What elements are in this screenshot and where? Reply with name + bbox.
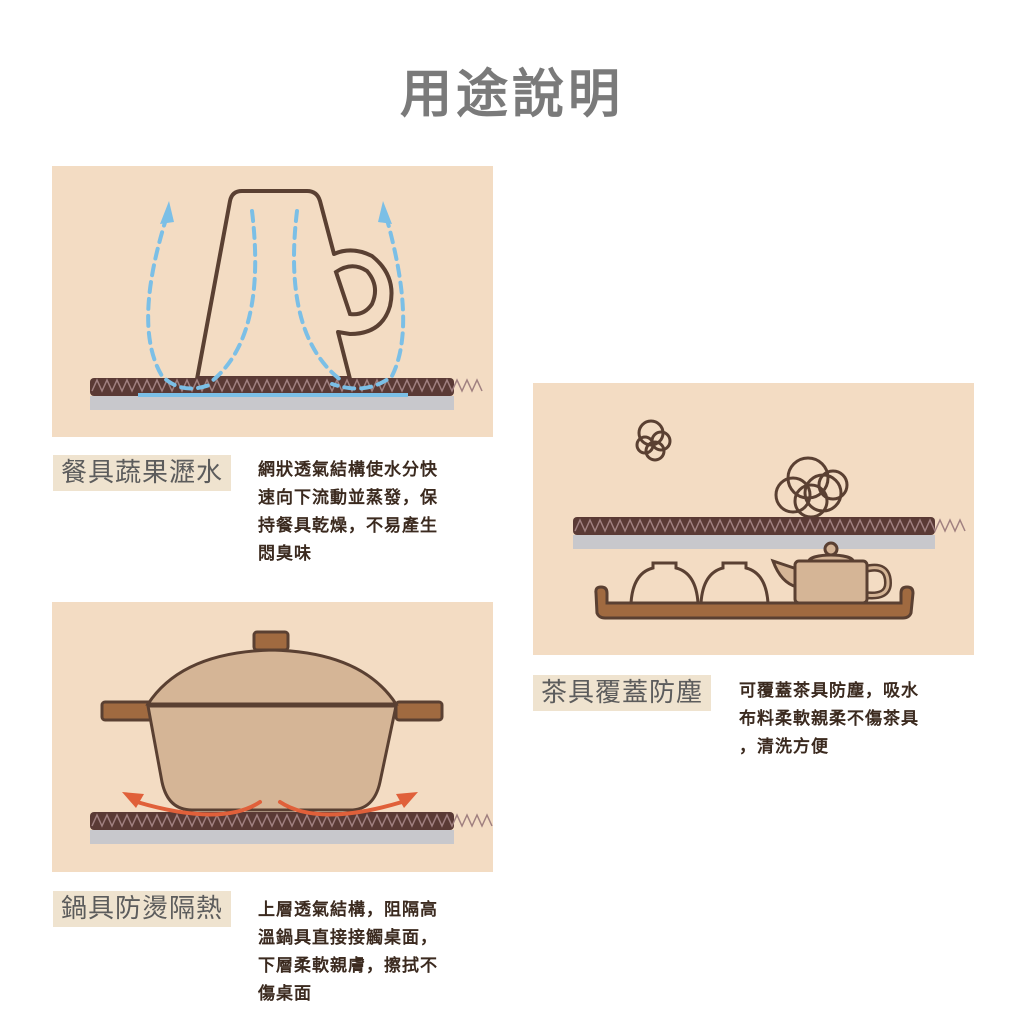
tea-tray-illustration <box>573 419 966 620</box>
tea-tray-icon <box>594 541 915 620</box>
mat-icon <box>90 812 493 844</box>
description-line: 網狀透氣結構使水分快 <box>258 460 438 480</box>
illustration-dish-drying <box>52 166 493 437</box>
description-line: 速向下流動並蒸發，保 <box>258 488 438 508</box>
description-line: 持餐具乾燥，不易產生 <box>258 516 438 536</box>
page-title: 用途說明 <box>399 65 624 125</box>
cup-on-mat-illustration <box>90 189 483 410</box>
description-line: 溫鍋具直接接觸桌面， <box>258 928 438 948</box>
illustration-pot-heat <box>52 602 493 872</box>
section-label-tea-cover: 茶具覆蓋防塵 <box>533 675 712 711</box>
description-line: 傷桌面 <box>258 984 312 1004</box>
illustration-tea-cover <box>533 383 974 655</box>
description-line: 可覆蓋茶具防塵，吸水 <box>739 681 919 701</box>
description-line: ，清洗方便 <box>739 737 829 757</box>
section-label-pot-heat: 鍋具防燙隔熱 <box>53 891 232 927</box>
pot-icon <box>100 630 444 812</box>
description-line: 下層柔軟親膚，擦拭不 <box>258 956 438 976</box>
pot-on-mat-illustration <box>90 630 493 844</box>
dust-icon <box>635 419 849 519</box>
heat-arrows-icon <box>135 800 404 817</box>
mat-icon <box>90 378 483 410</box>
section-description-pot-heat: 上層透氣結構，阻隔高 溫鍋具直接接觸桌面， 下層柔軟親膚，擦拭不 傷桌面 <box>258 896 438 1008</box>
mat-icon <box>573 517 966 549</box>
section-label-dish-drying: 餐具蔬果瀝水 <box>53 455 232 491</box>
description-line: 布料柔軟親柔不傷茶具 <box>739 709 919 729</box>
airflow-arrows-icon <box>146 209 406 391</box>
description-line: 上層透氣結構，阻隔高 <box>258 900 438 920</box>
section-description-tea-cover: 可覆蓋茶具防塵，吸水 布料柔軟親柔不傷茶具 ，清洗方便 <box>739 677 919 761</box>
description-line: 悶臭味 <box>258 544 312 564</box>
section-description-dish-drying: 網狀透氣結構使水分快 速向下流動並蒸發，保 持餐具乾燥，不易產生 悶臭味 <box>258 456 438 568</box>
